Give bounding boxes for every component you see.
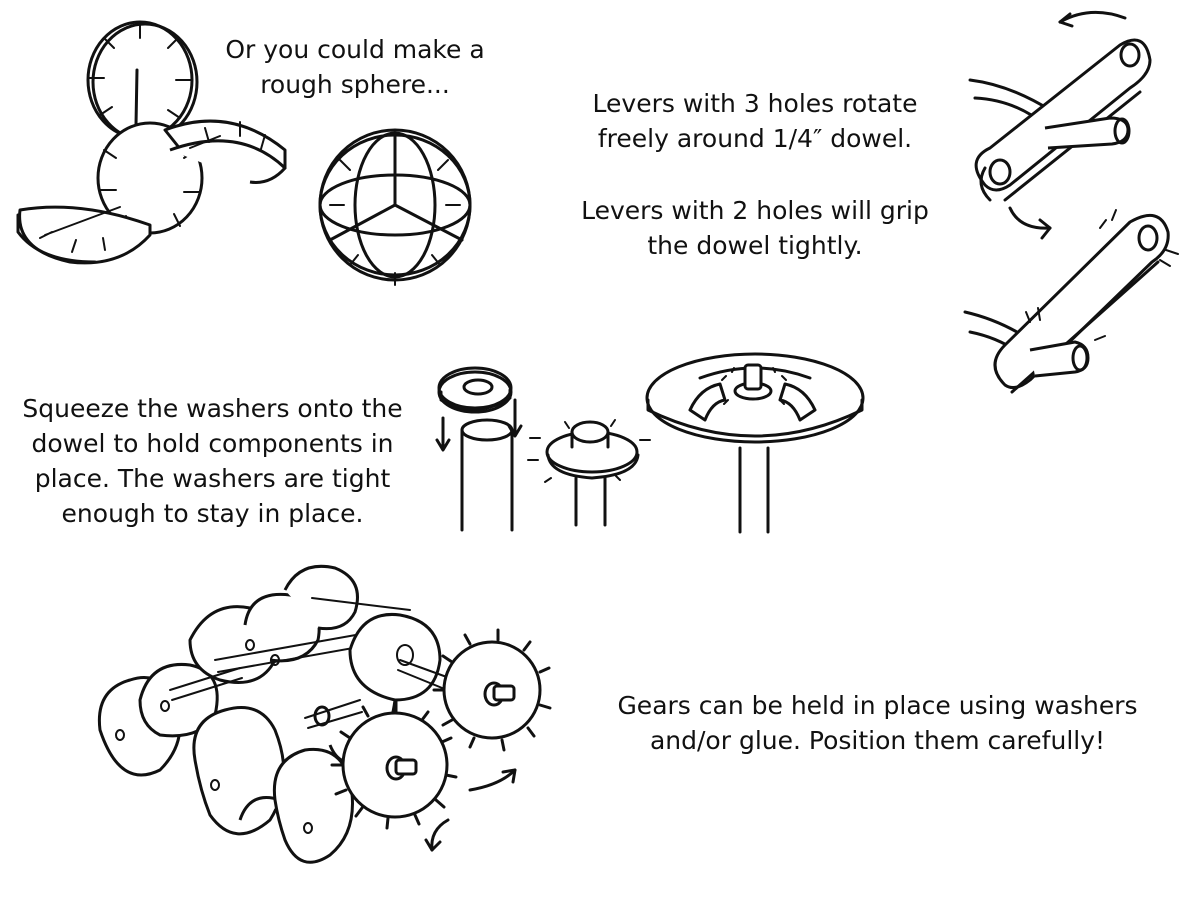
gear-assembly-illustration bbox=[99, 566, 550, 862]
washers-caption: Squeeze the washers onto the dowel to ho… bbox=[5, 391, 420, 531]
levers-three-holes-caption: Levers with 3 holes rotate freely around… bbox=[560, 86, 950, 156]
caption-line: place. The washers are tight bbox=[5, 461, 420, 496]
caption-line: freely around 1/4″ dowel. bbox=[560, 121, 950, 156]
caption-line: Squeeze the washers onto the bbox=[5, 391, 420, 426]
down-arrow-icon bbox=[437, 418, 449, 450]
down-arrow-icon bbox=[509, 400, 521, 436]
levers-two-holes-caption: Levers with 2 holes will grip the dowel … bbox=[560, 193, 950, 263]
rotate-arrow-icon bbox=[432, 820, 448, 850]
gears-caption: Gears can be held in place using washers… bbox=[600, 688, 1155, 758]
caption-line: enough to stay in place. bbox=[5, 496, 420, 531]
caption-line: Levers with 2 holes will grip bbox=[560, 193, 950, 228]
lever-three-holes-illustration bbox=[970, 12, 1150, 238]
disc-on-dowel-illustration bbox=[647, 354, 863, 532]
spur-gear-upper bbox=[434, 630, 550, 750]
washer-on-dowel-illustration bbox=[528, 420, 650, 525]
rotate-arrow-icon bbox=[470, 770, 515, 790]
motion-arrow-icon bbox=[1010, 208, 1050, 228]
caption-line: rough sphere... bbox=[215, 67, 495, 102]
caption-line: the dowel tightly. bbox=[560, 228, 950, 263]
sphere-caption: Or you could make a rough sphere... bbox=[215, 32, 495, 102]
washer-dowel-illustration bbox=[437, 368, 521, 530]
caption-line: Levers with 3 holes rotate bbox=[560, 86, 950, 121]
caption-line: Or you could make a bbox=[215, 32, 495, 67]
rough-sphere-illustration bbox=[320, 130, 470, 285]
caption-line: Gears can be held in place using washers bbox=[600, 688, 1155, 723]
caption-line: dowel to hold components in bbox=[5, 426, 420, 461]
lever-two-holes-illustration bbox=[965, 210, 1178, 392]
caption-line: and/or glue. Position them carefully! bbox=[600, 723, 1155, 758]
